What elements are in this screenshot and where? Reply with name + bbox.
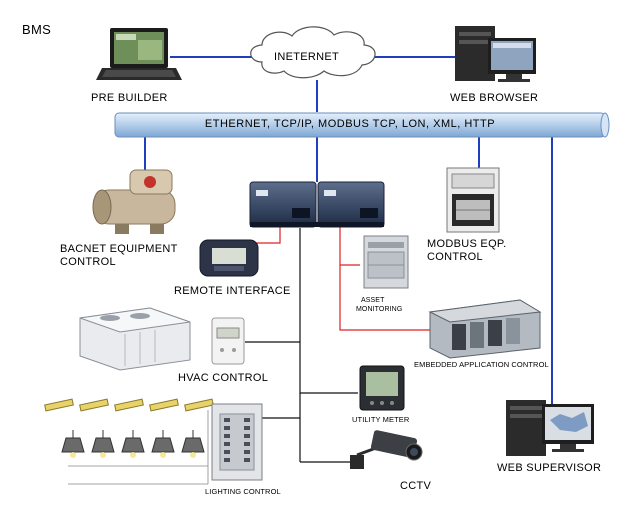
thermostat-icon <box>211 317 245 365</box>
bacnet-label-line1: BACNET EQUIPMENT <box>60 243 178 255</box>
supervisor-pc-icon <box>506 400 594 456</box>
modbus-label-line2: CONTROL <box>427 251 483 263</box>
link-controller-embedded <box>339 265 430 331</box>
hvac-label: HVAC CONTROL <box>178 372 269 384</box>
lighting-panel-icon <box>211 403 263 481</box>
cloud-label: INETERNET <box>274 51 340 63</box>
air-handler-icon <box>428 299 542 359</box>
chiller-icon <box>92 169 176 234</box>
remote-interface-icon <box>199 239 259 277</box>
controller-icon <box>249 181 385 228</box>
laptop-icon <box>96 28 182 80</box>
utility-meter-icon <box>359 365 405 411</box>
ethernet-bus <box>114 112 610 138</box>
rooftop-unit-icon <box>79 307 191 371</box>
cctv-label: CCTV <box>400 480 432 492</box>
diagram-title: BMS <box>22 22 52 37</box>
bacnet-label-line2: CONTROL <box>60 256 116 268</box>
lighting-wiring <box>68 410 209 485</box>
desktop-pc-icon <box>455 26 536 82</box>
modbus-label-line1: MODBUS EQP. <box>427 238 507 250</box>
remote-interface-label: REMOTE INTERFACE <box>174 285 291 297</box>
asset-label-line2: MONITORING <box>356 306 403 313</box>
web-browser-label: WEB BROWSER <box>450 92 539 104</box>
asset-monitor-icon <box>363 235 409 289</box>
embedded-app-label: EMBEDDED APPLICATION CONTROL <box>414 360 549 369</box>
asset-label-line1: ASSET <box>361 297 385 304</box>
utility-meter-label: UTILITY METER <box>352 415 410 424</box>
modbus-equipment-icon <box>446 167 500 233</box>
internet-cloud-icon <box>250 26 376 79</box>
lighting-label: LIGHTING CONTROL <box>205 487 281 496</box>
link-controller-asset <box>339 225 360 266</box>
web-supervisor-label: WEB SUPERVISOR <box>497 462 602 474</box>
pre-builder-label: PRE BUILDER <box>91 92 168 104</box>
link-controller-remote <box>255 225 281 244</box>
light-fixture-icons <box>44 398 214 458</box>
connection-lines <box>68 56 553 485</box>
bus-label: ETHERNET, TCP/IP, MODBUS TCP, LON, XML, … <box>204 118 496 130</box>
cctv-camera-icon <box>350 430 423 469</box>
